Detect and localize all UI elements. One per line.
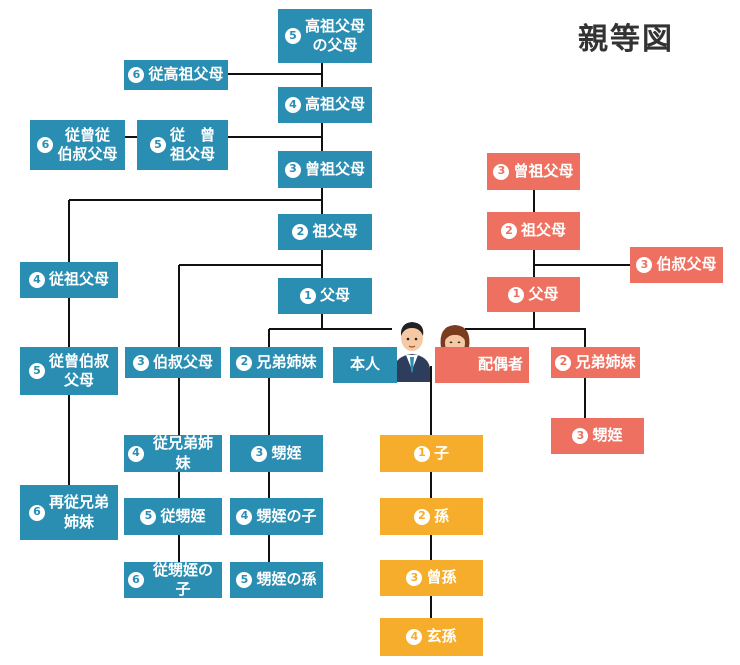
degree-badge: 1: [508, 286, 525, 303]
node-label: 孫: [433, 506, 449, 525]
node-label: 父母: [319, 286, 350, 305]
node-label: 高祖父母: [304, 95, 365, 114]
degree-badge: 1: [413, 445, 430, 462]
degree-badge: 3: [636, 257, 653, 273]
node-label: 曾祖父母: [304, 159, 365, 178]
node-label: 従 曾 祖父母: [169, 125, 215, 164]
man-icon: [394, 322, 430, 382]
degree-badge: 3: [132, 354, 149, 371]
self-label: 本人: [349, 355, 380, 374]
degree-badge: 3: [493, 163, 510, 180]
node-label: 従曾従 伯叔父母: [57, 125, 118, 164]
node-label: 従甥姪の子: [152, 560, 213, 599]
degree-badge: 2: [500, 223, 517, 239]
node-label: 兄弟姉妹: [575, 352, 636, 371]
node-label: 祖父母: [312, 222, 358, 241]
node-label: 曾祖父母: [513, 161, 574, 180]
node-label: 従祖父母: [48, 270, 109, 289]
degree-badge: 3: [284, 161, 301, 178]
node-label: 甥姪の子: [256, 506, 317, 525]
spouse-label: 配偶者: [477, 355, 523, 374]
degree-badge: 4: [128, 445, 144, 462]
node-label: 従高祖父母: [148, 65, 224, 84]
degree-badge: 6: [128, 67, 145, 83]
degree-badge: 2: [413, 508, 430, 525]
node-label: 伯叔父母: [656, 255, 717, 274]
node-label: 従甥姪: [160, 506, 206, 525]
node-label: 玄孫: [426, 627, 457, 646]
degree-badge: 3: [251, 445, 268, 462]
node-label: 甥姪: [592, 426, 623, 445]
self-figure: [392, 316, 432, 382]
degree-badge: 2: [555, 354, 572, 371]
degree-badge: 5: [236, 572, 253, 588]
node-cousin: 4 従兄弟姉妹: [124, 434, 222, 472]
degree-badge: 5: [28, 363, 45, 379]
node-label: 再従兄弟 姉妹: [48, 493, 109, 531]
degree-badge: 4: [236, 508, 253, 525]
degree-badge: 4: [284, 97, 301, 113]
degree-badge: 3: [572, 428, 589, 444]
degree-badge: 4: [28, 272, 45, 288]
degree-badge: 4: [406, 629, 423, 645]
node-label: 祖父母: [520, 221, 566, 240]
node-label: 子: [433, 443, 449, 462]
node-label: 従曾伯叔 父母: [48, 351, 109, 390]
degree-badge: 2: [292, 224, 309, 240]
degree-badge: 6: [128, 572, 144, 588]
degree-badge: 5: [140, 508, 157, 525]
node-label: 伯叔父母: [152, 352, 213, 371]
node-label: 父母: [528, 284, 559, 303]
degree-badge: 6: [28, 504, 45, 521]
node-cousin-grandchild: 6 従甥姪の子: [124, 560, 222, 599]
degree-badge: 5: [149, 137, 166, 153]
node-label: 甥姪の孫: [256, 570, 317, 589]
self-box: 本人: [333, 347, 397, 383]
node-label: 従兄弟姉妹: [152, 434, 213, 472]
node-label: 甥姪: [271, 443, 302, 462]
degree-badge: 1: [299, 288, 316, 304]
degree-badge: 2: [236, 354, 253, 371]
degree-badge: 3: [406, 570, 423, 586]
page-title: 親等図: [578, 22, 674, 57]
degree-badge: 6: [37, 137, 54, 153]
node-label: 高祖父母 の父母: [304, 16, 365, 55]
spouse-box: 配偶者: [435, 347, 529, 383]
degree-badge: 5: [284, 28, 301, 44]
node-label: 兄弟姉妹: [256, 352, 317, 371]
node-label: 曾孫: [426, 568, 457, 587]
